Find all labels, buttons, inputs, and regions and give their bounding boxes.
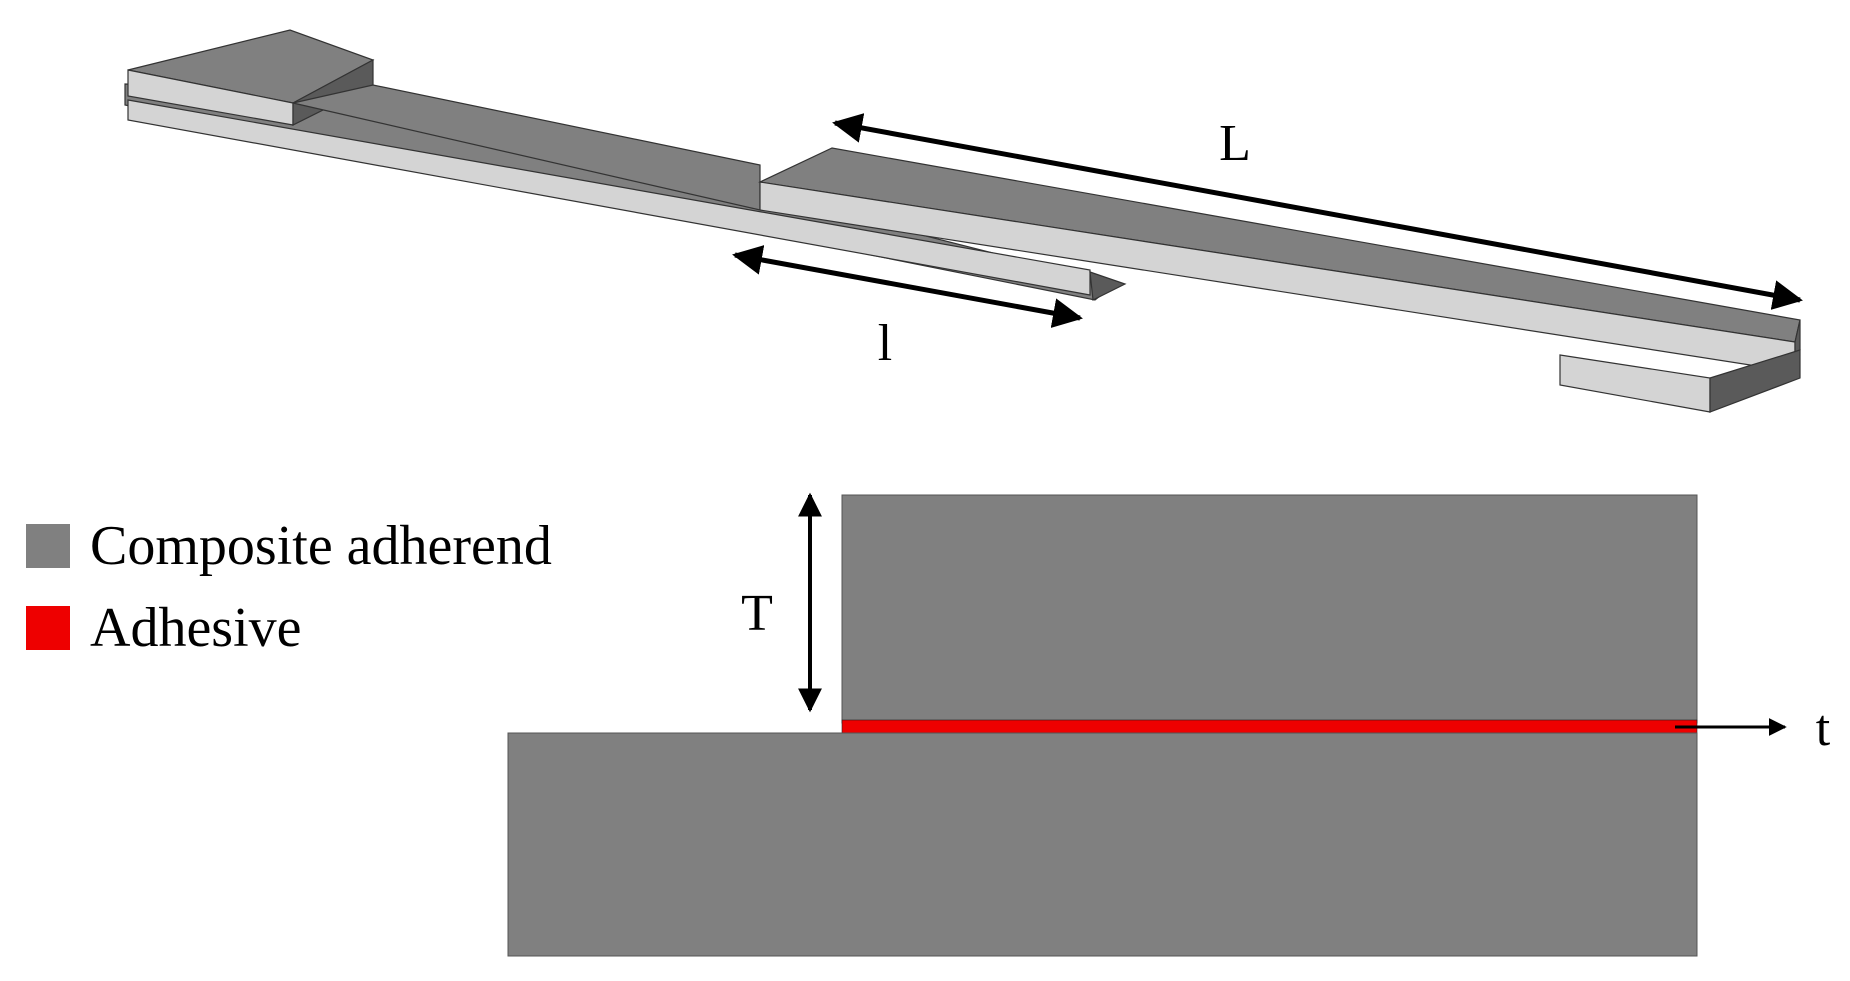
cross-section-view <box>507 494 1698 957</box>
legend-item-adhesive: Adhesive <box>26 592 552 664</box>
overlap-length-label: l <box>878 315 892 372</box>
lower-adherend-end-face <box>1089 271 1127 301</box>
overlap-length-arrow <box>732 245 1083 328</box>
legend: Composite adherend Adhesive <box>26 510 552 664</box>
upper-adherend-section <box>841 494 1698 724</box>
adhesive-swatch <box>26 606 70 650</box>
right-tab-end-face <box>1709 349 1801 413</box>
adhesive-thickness-label: t <box>1816 700 1831 757</box>
upper-adherend-side-face <box>759 181 1796 373</box>
composite-adherend-swatch <box>26 524 70 568</box>
legend-label: Composite adherend <box>90 515 552 577</box>
legend-item-composite-adherend: Composite adherend <box>26 510 552 582</box>
right-tab-front-face <box>1559 354 1711 413</box>
lower-adherend-section <box>507 732 1698 957</box>
legend-label: Adhesive <box>90 597 302 659</box>
adhesive-layer <box>841 719 1698 734</box>
specimen-3d-view <box>124 29 1801 413</box>
lower-adherend-main-face <box>292 84 761 211</box>
overall-length-arrow <box>832 113 1803 310</box>
overall-length-label: L <box>1219 115 1251 172</box>
adherend-thickness-label: T <box>741 585 773 642</box>
